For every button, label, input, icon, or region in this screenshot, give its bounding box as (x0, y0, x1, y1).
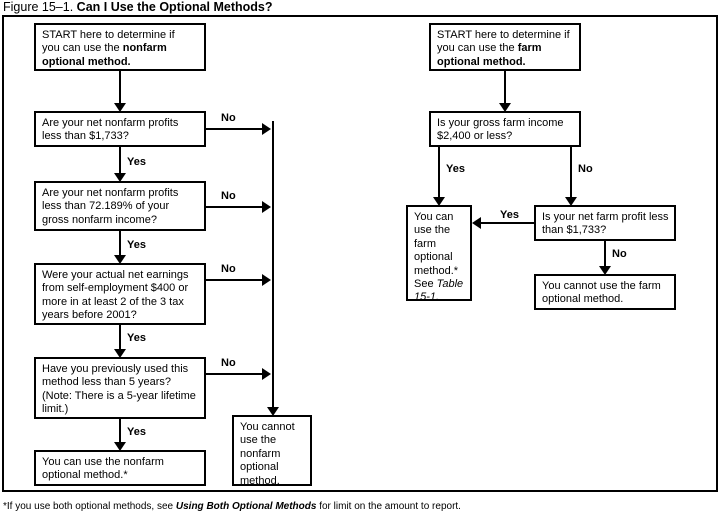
arrowhead-nonfarm-q3-no (262, 274, 271, 286)
nonfarm-q3-text: Were your actual net earnings from self-… (42, 269, 189, 322)
farm-no-result-text: You cannot use the farm optional method. (542, 280, 661, 306)
footnote-italic-ref: Using Both Optional Methods (175, 501, 317, 512)
connector-nonfarm-q3-no (206, 279, 264, 281)
nonfarm-no-result-box: You cannot use the nonfarm optional meth… (232, 415, 312, 487)
arrowhead-nonfarm-q1-no (262, 123, 271, 135)
edge-label-nonfarm-no-4: No (220, 357, 237, 369)
connector-nonfarm-start-to-q1 (119, 71, 121, 105)
farm-start-line2-bold: farm (517, 42, 542, 55)
edge-label-nonfarm-no-3: No (220, 263, 237, 275)
arrowhead-farm-q1-no (565, 197, 577, 206)
figure-number: Figure 15–1. (3, 0, 77, 14)
farm-yes-result-box: You can use the farm optional method.* S… (406, 205, 472, 304)
connector-nonfarm-q1-no (206, 128, 264, 130)
edge-label-nonfarm-yes-1: Yes (126, 156, 147, 168)
nonfarm-start-line2-bold: nonfarm (122, 42, 167, 55)
nonfarm-yes-result-box: You can use the nonfarm optional method.… (34, 450, 206, 486)
nonfarm-start-box: START here to determine if you can use t… (34, 23, 206, 71)
footnote-lead: *If you use both optional methods, see (3, 501, 176, 512)
connector-farm-q1-no (570, 147, 572, 199)
farm-q2-text: Is your net farm profit less than $1,733… (542, 211, 669, 237)
nonfarm-q2-box: Are your net nonfarm profits less than 7… (34, 181, 206, 231)
farm-q1-box: Is your gross farm income $2,400 or less… (429, 111, 581, 147)
farm-start-box: START here to determine if you can use t… (429, 23, 581, 71)
edge-label-nonfarm-yes-2: Yes (126, 239, 147, 251)
arrowhead-farm-q2-yes (472, 217, 481, 229)
connector-nonfarm-q3-yes (119, 325, 121, 351)
arrowhead-farm-start-to-q1 (499, 103, 511, 112)
arrowhead-nonfarm-q2-yes (114, 255, 126, 264)
edge-label-nonfarm-yes-4: Yes (126, 426, 147, 438)
nonfarm-yes-result-text: You can use the nonfarm optional method.… (42, 456, 164, 482)
nonfarm-start-line1: START here to determine if (42, 29, 175, 41)
connector-farm-q2-no (604, 241, 606, 268)
connector-nonfarm-q2-yes (119, 231, 121, 257)
edge-label-farm-no-1: No (577, 163, 594, 175)
nonfarm-q4-text: Have you previously used this method les… (42, 363, 196, 416)
edge-label-nonfarm-no-2: No (220, 190, 237, 202)
footnote-tail: for limit on the amount to report. (316, 501, 461, 512)
nonfarm-q1-box: Are your net nonfarm profits less than $… (34, 111, 206, 147)
arrowhead-farm-q1-yes (433, 197, 445, 206)
nonfarm-start-line2: you can use the (42, 42, 123, 55)
arrowhead-nonfarm-q4-no (262, 368, 271, 380)
edge-label-farm-yes-2: Yes (499, 209, 520, 221)
arrowhead-nonfarm-q3-yes (114, 349, 126, 358)
farm-start-line1: START here to determine if (437, 29, 570, 41)
arrowhead-nonfarm-q2-no (262, 201, 271, 213)
nonfarm-q4-box: Have you previously used this method les… (34, 357, 206, 419)
arrowhead-nonfarm-no-rail (267, 407, 279, 416)
farm-q1-text: Is your gross farm income $2,400 or less… (437, 117, 564, 143)
nonfarm-no-result-text: You cannot use the nonfarm optional meth… (240, 421, 295, 487)
flowchart-frame: START here to determine if you can use t… (2, 15, 718, 492)
nonfarm-start-line3: optional method. (42, 55, 131, 68)
connector-nonfarm-q4-yes (119, 419, 121, 444)
nonfarm-q3-box: Were your actual net earnings from self-… (34, 263, 206, 325)
edge-label-farm-no-2: No (611, 248, 628, 260)
connector-nonfarm-no-rail (272, 121, 274, 410)
connector-nonfarm-q1-yes (119, 147, 121, 175)
arrowhead-nonfarm-q4-yes (114, 442, 126, 451)
connector-nonfarm-q2-no (206, 206, 264, 208)
arrowhead-farm-q2-no (599, 266, 611, 275)
edge-label-farm-yes-1: Yes (445, 163, 466, 175)
edge-label-nonfarm-yes-3: Yes (126, 332, 147, 344)
connector-farm-q1-yes (438, 147, 440, 199)
farm-start-line2: you can use the (437, 42, 518, 55)
farm-q2-box: Is your net farm profit less than $1,733… (534, 205, 676, 241)
farm-no-result-box: You cannot use the farm optional method. (534, 274, 676, 310)
connector-farm-start-to-q1 (504, 71, 506, 105)
farm-yes-result-table-ref: Table 15-1. (414, 278, 464, 304)
nonfarm-q2-text: Are your net nonfarm profits less than 7… (42, 187, 179, 226)
connector-farm-q2-yes (481, 222, 534, 224)
figure-title: Figure 15–1. Can I Use the Optional Meth… (3, 0, 703, 15)
figure-title-text: Can I Use the Optional Methods? (76, 0, 273, 14)
farm-start-line3: optional method. (437, 55, 526, 68)
arrowhead-nonfarm-start-to-q1 (114, 103, 126, 112)
farm-yes-result-text: You can use the farm optional method.* S… (414, 211, 459, 291)
figure-footnote: *If you use both optional methods, see U… (3, 500, 713, 516)
connector-nonfarm-q4-no (206, 373, 264, 375)
nonfarm-q1-text: Are your net nonfarm profits less than $… (42, 117, 179, 143)
edge-label-nonfarm-no-1: No (220, 112, 237, 124)
arrowhead-nonfarm-q1-yes (114, 173, 126, 182)
